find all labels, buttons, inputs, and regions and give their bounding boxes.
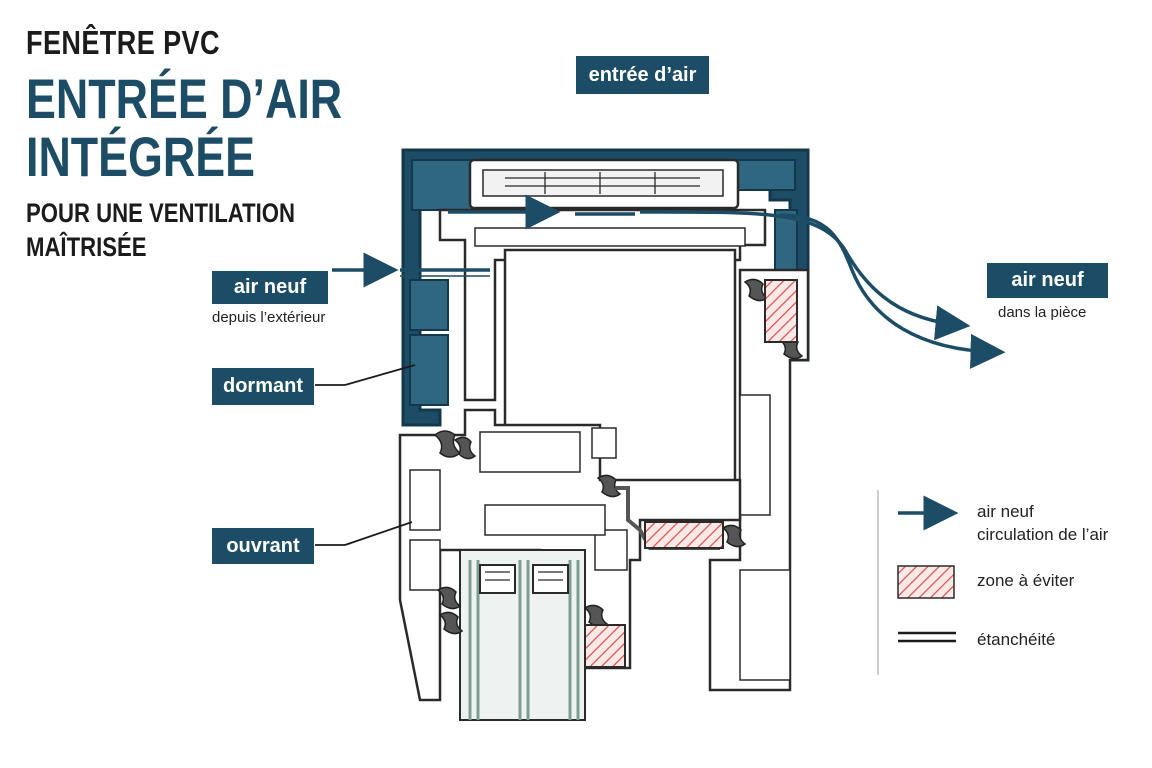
note-fresh-air-in: depuis l’extérieur [212,309,326,326]
avoid-zone-bottom [584,624,626,668]
avoid-zone-top-right [764,279,798,343]
airflow-arrows [332,194,1006,369]
tag-air-inlet: entrée d’air [576,56,709,94]
legend-sealing-line [898,631,956,643]
double-glazing [459,549,586,721]
legend-avoid-zone: zone à éviter [977,571,1075,590]
legend-airflow-line-1: air neuf [977,502,1034,521]
legend-avoid-swatch [897,565,955,599]
legend-airflow: air neuf circulation de l’air [977,500,1108,546]
tag-frame: dormant [212,368,314,405]
tag-fresh-air-out: air neuf [987,263,1108,298]
legend-airflow-line-2: circulation de l’air [977,525,1109,544]
title-line-1: FENÊTRE PVC [26,24,220,61]
avoid-zone-middle [644,521,724,549]
subtitle: POUR UNE VENTILATION MAÎTRISÉE [26,196,295,264]
title-main-line-1: ENTRÉE D’AIR [26,67,343,130]
tag-sash: ouvrant [212,528,314,564]
gaskets [433,278,804,635]
subtitle-line-1: POUR UNE VENTILATION [26,198,295,228]
title-main: ENTRÉE D’AIR INTÉGRÉE [26,70,342,186]
subtitle-line-2: MAÎTRISÉE [26,232,147,262]
tag-fresh-air-in: air neuf [212,271,328,304]
title-main-line-2: INTÉGRÉE [26,125,256,188]
legend-sealing: étanchéité [977,630,1056,649]
note-fresh-air-out: dans la pièce [998,304,1087,321]
